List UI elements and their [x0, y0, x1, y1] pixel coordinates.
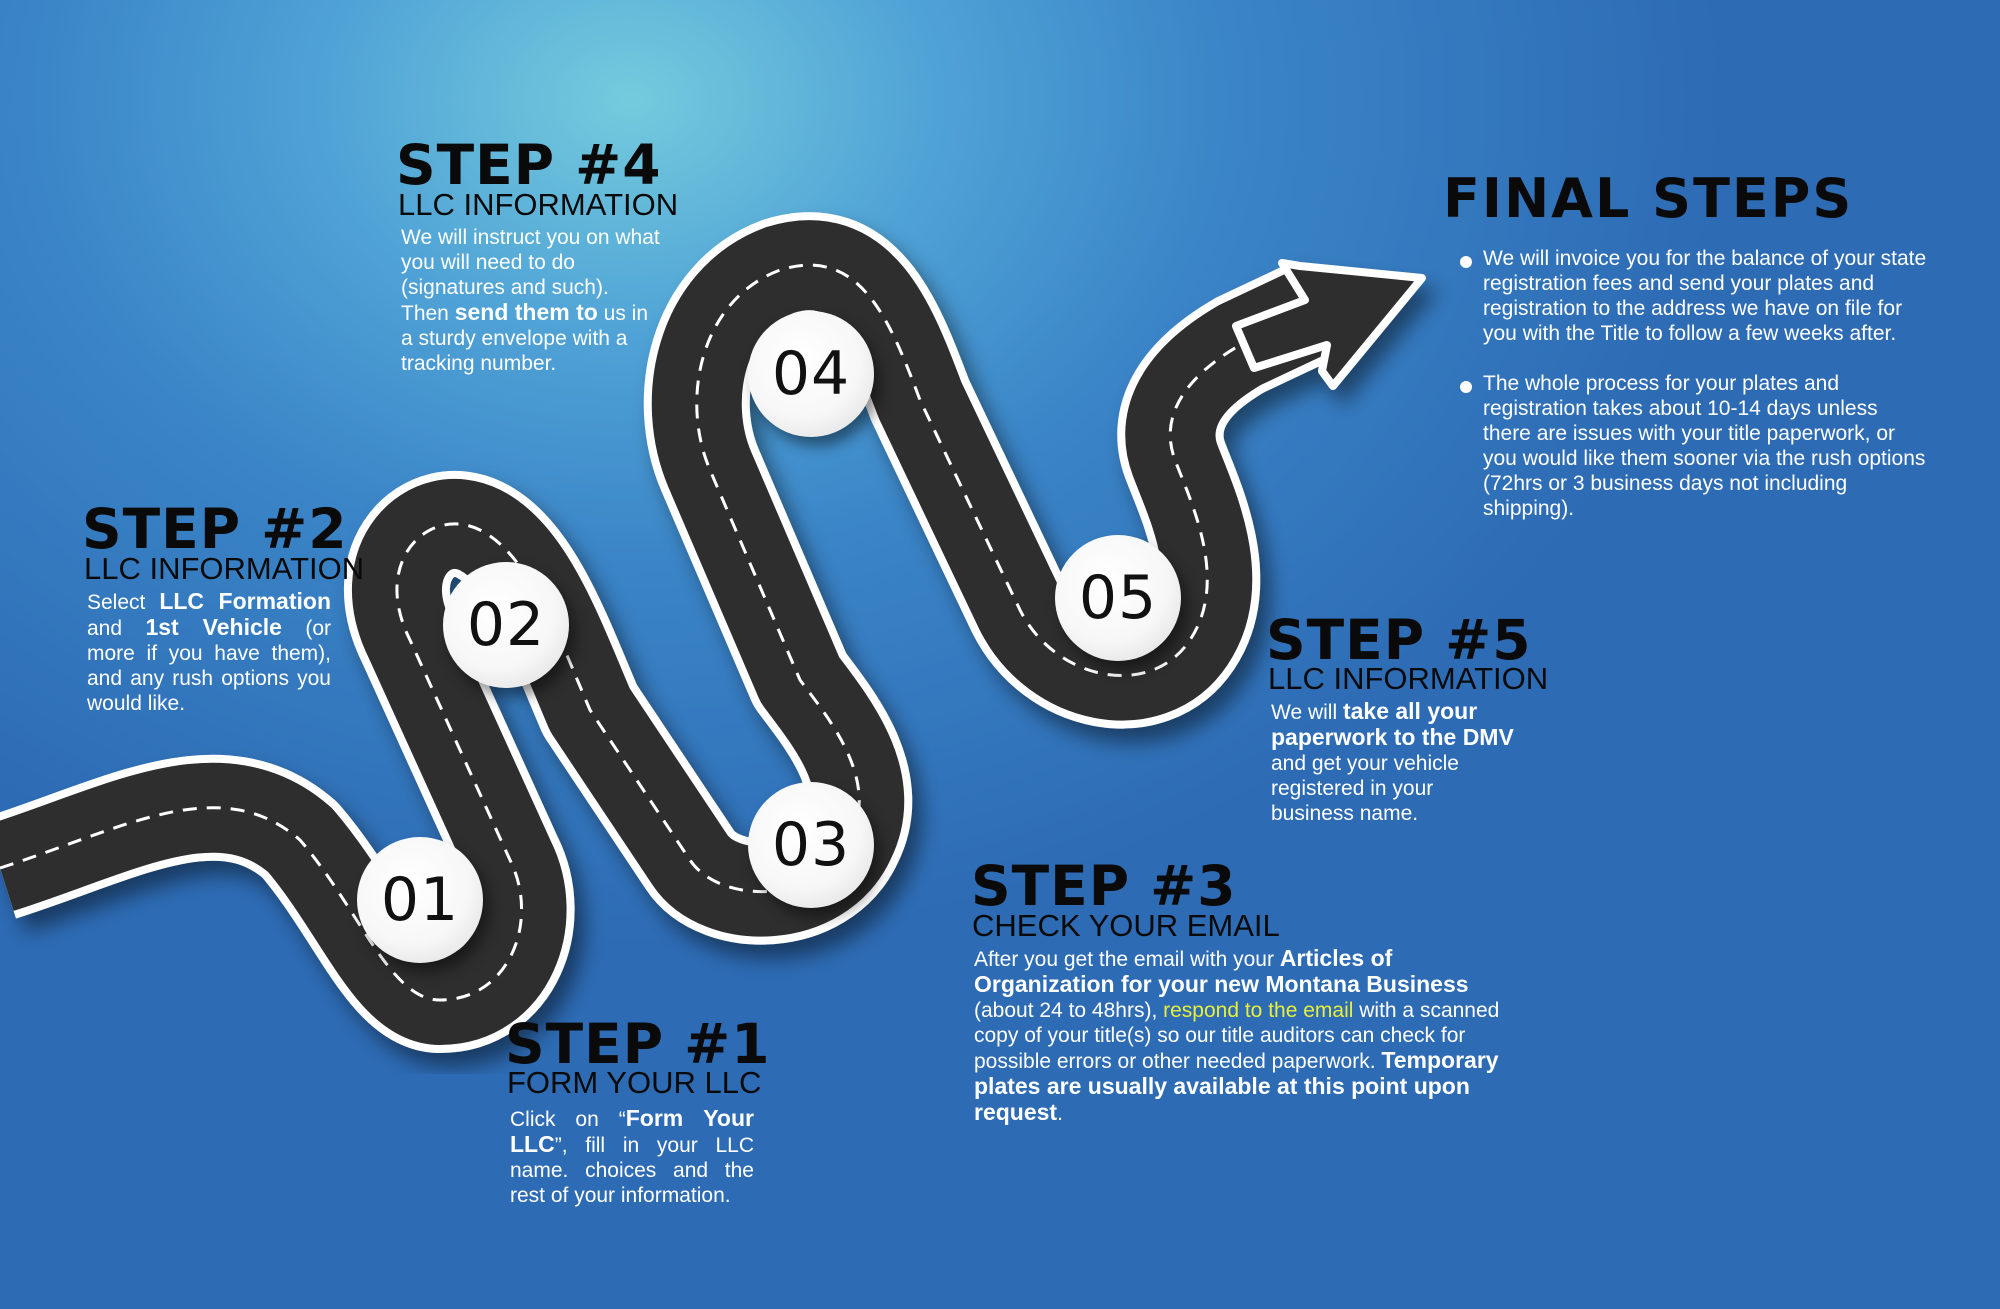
- step-4-subtitle: LLC INFORMATION: [398, 187, 679, 222]
- step-2-text: Select: [87, 591, 160, 614]
- step-2-description: Select LLC Formation and 1st Vehicle (or…: [87, 589, 331, 716]
- step-5-title: STEP #5: [1266, 608, 1532, 672]
- step-3-text: After you get the email with your: [974, 948, 1280, 971]
- step-3-bold-text-1: Articles of Organization for your new Mo…: [974, 945, 1469, 997]
- step-5-badge-number: 05: [1078, 563, 1158, 633]
- step-3-subtitle: CHECK YOUR EMAIL: [972, 908, 1280, 943]
- step-3-badge: 03: [748, 782, 874, 908]
- arrow-icon: [1232, 259, 1426, 390]
- step-5-badge: 05: [1055, 535, 1181, 661]
- step-2-badge-number: 02: [466, 590, 546, 660]
- step-4-badge-number: 04: [771, 339, 851, 409]
- step-2-text-mid: and: [87, 617, 146, 640]
- step-5-subtitle: LLC INFORMATION: [1268, 661, 1549, 696]
- step-3-title: STEP #3: [971, 854, 1237, 918]
- step-1-description: Click on “Form Your LLC”, fill in your L…: [510, 1106, 754, 1208]
- final-steps-item-text: We will invoice you for the balance of y…: [1483, 247, 1927, 345]
- step-2-title: STEP #2: [82, 497, 348, 561]
- step-1-bold-text: Form Your LLC: [510, 1105, 754, 1157]
- step-1-badge: 01: [357, 837, 483, 963]
- step-4-description: We will instruct you on what you will ne…: [401, 225, 661, 376]
- step-1-badge-number: 01: [380, 865, 460, 935]
- step-5-description: We will take all your paperwork to the D…: [1271, 699, 1521, 826]
- step-3-text-mid: (about 24 to 48hrs),: [974, 999, 1164, 1022]
- final-steps-title: FINAL STEPS: [1443, 167, 1854, 230]
- step-2-text-end: (or more if you have them), and any rush…: [87, 617, 332, 715]
- step-3-badge-number: 03: [771, 810, 851, 880]
- bullet-dot-icon: [1460, 256, 1472, 268]
- step-3-description: After you get the email with your Articl…: [974, 946, 1519, 1126]
- step-1-text: Click on “: [510, 1108, 626, 1131]
- step-4-title: STEP #4: [396, 133, 662, 197]
- final-steps-item: We will invoice you for the balance of y…: [1460, 246, 1930, 346]
- step-4-text: We will instruct you on what you will ne…: [401, 226, 660, 325]
- step-5-text-end: and get your vehicle registered in your …: [1271, 752, 1459, 825]
- step-1-title: STEP #1: [505, 1012, 771, 1076]
- step-3-text-mid-2: with a scanned copy of your title(s) so …: [974, 999, 1500, 1073]
- step-3-highlight-text: respond to the email: [1163, 999, 1354, 1022]
- step-3-text-end: .: [1057, 1102, 1063, 1125]
- step-5-bold-text: take all your paperwork to the DMV: [1271, 698, 1514, 750]
- final-steps-item: The whole process for your plates and re…: [1460, 371, 1930, 521]
- step-2-subtitle: LLC INFORMATION: [84, 551, 365, 586]
- step-1-text-end: ”, fill in your LLC name. choices and th…: [510, 1134, 754, 1207]
- step-5-text: We will: [1271, 701, 1343, 724]
- step-4-bold-text: send them to: [454, 299, 598, 325]
- step-4-badge: 04: [748, 311, 874, 437]
- step-1-subtitle: FORM YOUR LLC: [507, 1065, 762, 1100]
- step-2-bold-text-2: 1st Vehicle: [145, 614, 282, 640]
- step-3-bold-text-2: Temporary plates are usually available a…: [974, 1047, 1499, 1125]
- bullet-dot-icon: [1460, 381, 1472, 393]
- final-steps-item-text: The whole process for your plates and re…: [1483, 372, 1926, 520]
- final-steps-list: We will invoice you for the balance of y…: [1460, 246, 1930, 546]
- step-4-text-end: us in a sturdy envelope with a tracking …: [401, 302, 649, 375]
- step-2-bold-text-1: LLC Formation: [159, 588, 331, 614]
- step-2-badge: 02: [443, 562, 569, 688]
